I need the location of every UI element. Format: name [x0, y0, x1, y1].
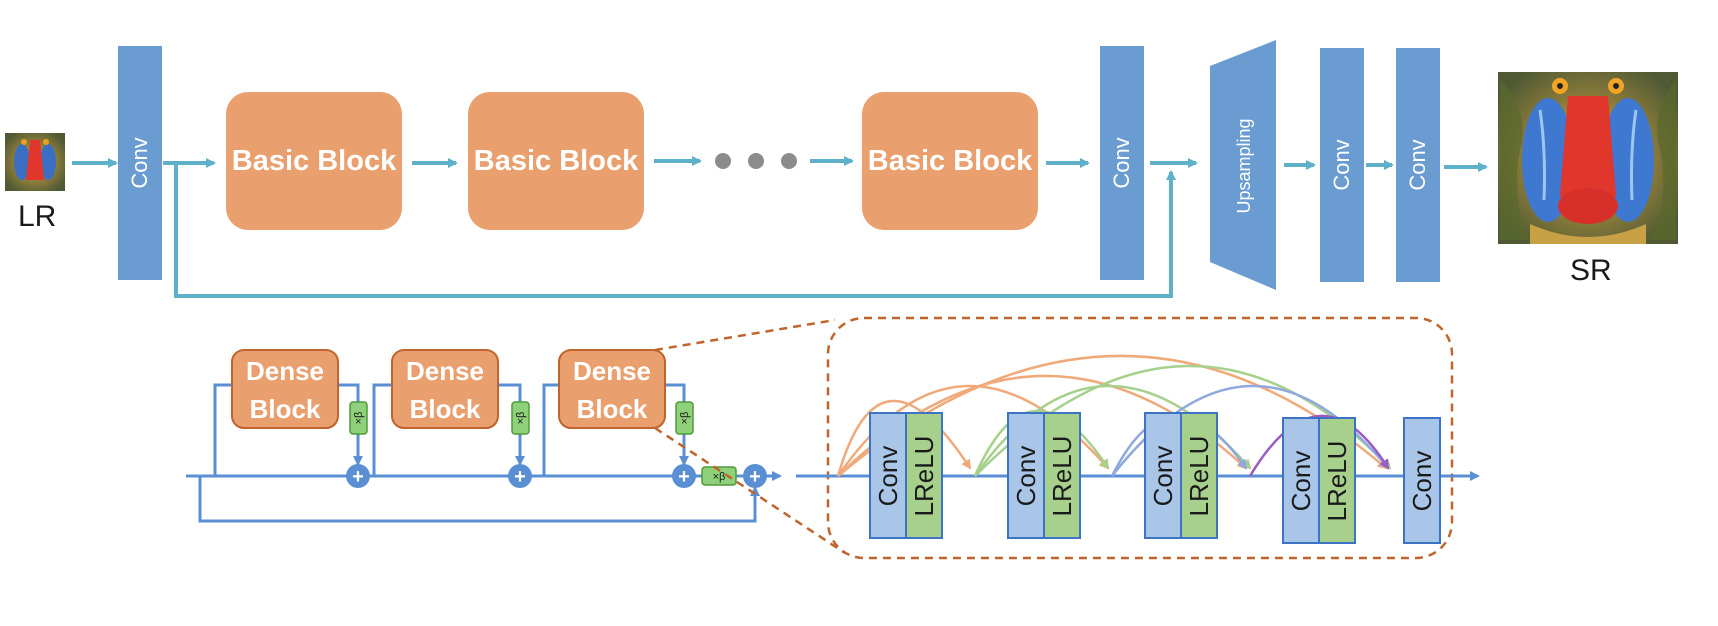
dense-block-2: Dense Block — [391, 349, 499, 429]
ellipsis-dots — [715, 153, 797, 169]
beta-scale-3: ×β — [675, 401, 694, 435]
zoom-line-top — [654, 318, 836, 352]
dense-block-label-line1: Dense — [246, 356, 324, 386]
plus-symbol: + — [352, 466, 364, 488]
lrelu-label: LReLU — [1322, 441, 1352, 522]
conv-lrelu-unit-3: Conv LReLU — [1144, 412, 1218, 539]
rrdb-diagram: Dense Block ×β + Dense Block ×β + — [186, 349, 782, 523]
conv-block-trunk: Conv — [1100, 46, 1144, 280]
plus-node-1: + — [346, 464, 370, 488]
conv-label: Conv — [1148, 446, 1178, 507]
beta-scale-1: ×β — [349, 401, 368, 435]
upsampling-block: Upsampling — [1210, 40, 1276, 290]
beta-label: ×β — [713, 471, 726, 483]
upsampling-label: Upsampling — [1234, 118, 1254, 213]
dense-block-detail: Conv LReLU Conv LReLU Conv LReLU Conv LR… — [796, 316, 1480, 560]
conv-label: Conv — [1405, 139, 1430, 190]
lrelu-label: LReLU — [1047, 436, 1077, 517]
conv-final-unit: Conv — [1403, 417, 1441, 544]
lr-image — [5, 133, 65, 191]
conv-block-hr-1: Conv — [1320, 48, 1364, 282]
plus-node-outer: + — [743, 464, 767, 488]
basic-block-label: Basic Block — [232, 145, 397, 177]
zoom-line-bottom — [654, 426, 846, 555]
dense-block-label-line1: Dense — [573, 356, 651, 386]
plus-node-2: + — [508, 464, 532, 488]
dense-block-label-line1: Dense — [406, 356, 484, 386]
basic-block-2: Basic Block — [468, 92, 644, 230]
beta-label: ×β — [515, 412, 527, 425]
lr-label: LR — [18, 200, 56, 233]
basic-block-3: Basic Block — [862, 92, 1038, 230]
conv-label: Conv — [1407, 451, 1437, 512]
dense-block-label-line2: Block — [250, 394, 321, 424]
conv-lrelu-unit-4: Conv LReLU — [1282, 417, 1356, 544]
dense-block-1: Dense Block — [231, 349, 339, 429]
lrelu-label: LReLU — [1184, 436, 1214, 517]
plus-node-3: + — [672, 464, 696, 488]
lrelu-label: LReLU — [909, 436, 939, 517]
sr-image — [1498, 72, 1678, 244]
conv-label: Conv — [873, 446, 903, 507]
rrdb-outer-skip — [198, 476, 760, 523]
conv-label: Conv — [1286, 451, 1316, 512]
sr-label: SR — [1570, 254, 1612, 287]
dense-block-3: Dense Block — [558, 349, 666, 429]
conv-label: Conv — [1011, 446, 1041, 507]
conv-lrelu-unit-1: Conv LReLU — [869, 412, 943, 539]
conv-block-first: Conv — [118, 46, 162, 280]
dense-block-label-line2: Block — [410, 394, 481, 424]
conv-label: Conv — [1329, 139, 1354, 190]
dense-connection — [836, 399, 972, 477]
basic-block-1: Basic Block — [226, 92, 402, 230]
beta-label: ×β — [679, 412, 691, 425]
beta-scale-2: ×β — [511, 401, 530, 435]
conv-label: Conv — [127, 137, 152, 188]
plus-symbol: + — [514, 466, 526, 488]
basic-block-label: Basic Block — [868, 145, 1033, 177]
conv-lrelu-unit-2: Conv LReLU — [1007, 412, 1081, 539]
dense-detail-border — [826, 316, 1454, 560]
conv-block-hr-2: Conv — [1396, 48, 1440, 282]
plus-symbol: + — [678, 466, 690, 488]
basic-block-label: Basic Block — [474, 145, 639, 177]
plus-symbol: + — [749, 466, 761, 488]
conv-label: Conv — [1109, 137, 1134, 188]
beta-label: ×β — [353, 412, 365, 425]
dense-connection — [1248, 414, 1390, 477]
dense-block-label-line2: Block — [577, 394, 648, 424]
beta-scale-outer: ×β — [701, 466, 737, 486]
global-skip-connection — [174, 163, 1176, 298]
